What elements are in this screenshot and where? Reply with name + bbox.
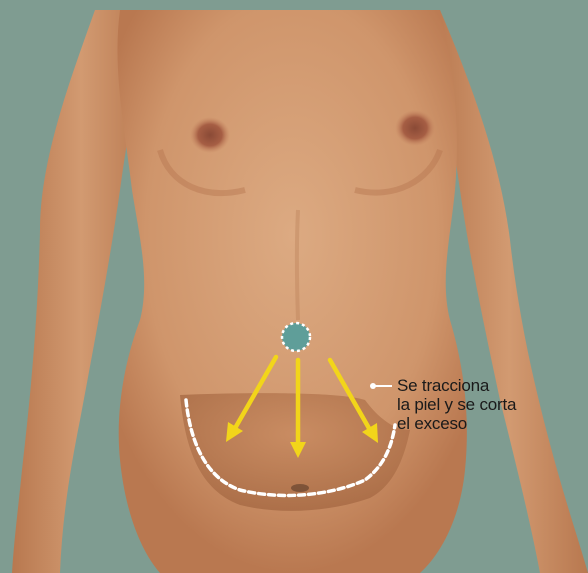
right-nipple	[395, 110, 435, 146]
annotation-callout: Se tracciona la piel y se corta el exces…	[397, 376, 587, 433]
navel-marker	[282, 323, 310, 351]
pubic-marker	[291, 484, 309, 492]
annotation-line-1: Se tracciona	[397, 376, 587, 395]
annotation-line-3: el exceso	[397, 414, 587, 433]
abdomen-line	[297, 210, 298, 320]
annotation-line-2: la piel y se corta	[397, 395, 587, 414]
left-nipple	[190, 117, 230, 153]
